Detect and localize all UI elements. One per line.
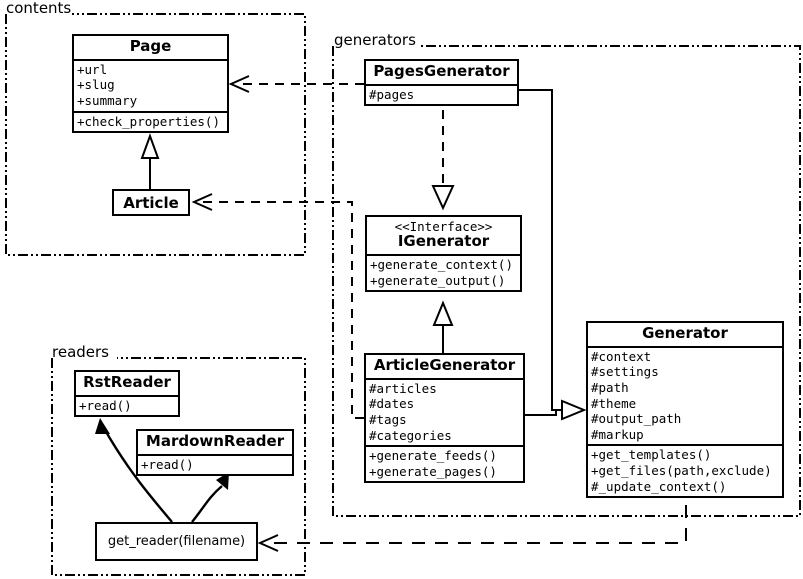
arrowhead-solid-rstreader (95, 418, 110, 434)
class-box-article[interactable]: Article (112, 189, 190, 216)
edge-dep-generator-to-getreader (268, 505, 687, 544)
operation-row: +check_properties() (77, 113, 220, 129)
attribute-row: #path (591, 379, 629, 395)
package-label-contents: contents (6, 0, 72, 17)
arrowhead-hollow-triangle-igenerator-bottom (432, 300, 454, 326)
class-attributes-page: +url +slug +summary (74, 58, 227, 111)
class-operations-generator: +get_templates() +get_files(path,exclude… (588, 444, 782, 496)
class-box-igenerator[interactable]: <<Interface>> IGenerator +generate_conte… (365, 215, 522, 293)
operation-row: +generate_pages() (369, 463, 497, 479)
arrowhead-open-v-page (228, 75, 250, 93)
class-box-page[interactable]: Page +url +slug +summary +check_properti… (72, 34, 229, 134)
operation-row: +generate_context() (370, 257, 513, 273)
attribute-row: #tags (369, 411, 407, 427)
operation-row: +generate_output() (370, 272, 506, 288)
function-label-get-reader: get_reader(filename) (107, 534, 246, 549)
arrowhead-open-v-article (191, 193, 213, 211)
class-title-igenerator: <<Interface>> IGenerator (367, 217, 520, 254)
class-title-article: Article (123, 193, 179, 212)
function-box-get-reader[interactable]: get_reader(filename) (95, 522, 258, 561)
operation-row: +get_templates() (591, 447, 712, 463)
class-title-mardownreader: MardownReader (145, 432, 285, 450)
package-label-generators: generators (334, 31, 416, 49)
class-title-generator: Generator (642, 324, 728, 342)
attribute-row: #articles (369, 380, 437, 396)
class-operations-articlegenerator: +generate_feeds() +generate_pages() (366, 445, 523, 481)
attribute-row: #context (591, 348, 652, 364)
edge-call-getreader-to-mardownreader (191, 485, 223, 523)
class-title-articlegenerator: ArticleGenerator (373, 356, 516, 374)
arrowhead-hollow-triangle-page (140, 133, 160, 159)
attribute-row: #dates (369, 396, 415, 412)
operation-row: #_update_context() (591, 478, 727, 494)
attribute-row: #output_path (591, 411, 682, 427)
package-label-readers: readers (52, 343, 109, 361)
class-attributes-pagesgenerator: #pages (366, 83, 517, 105)
class-operations-mardownreader: +read() (138, 453, 292, 475)
class-box-generator[interactable]: Generator #context #settings #path #them… (586, 321, 784, 499)
class-attributes-generator: #context #settings #path #theme #output_… (588, 345, 782, 445)
class-box-mardownreader[interactable]: MardownReader +read() (136, 429, 294, 477)
class-operations-igenerator: +generate_context() +generate_output() (367, 254, 520, 290)
class-operations-page: +check_properties() (74, 110, 227, 132)
operation-row: +get_files(path,exclude) (591, 462, 772, 478)
arrowhead-hollow-triangle-generator (561, 399, 587, 421)
attribute-row: #pages (369, 86, 415, 102)
arrowhead-open-v-getreader (257, 534, 279, 552)
class-title-pagesgenerator: PagesGenerator (373, 62, 510, 80)
edge-dep-articlegenerator-to-article (202, 201, 364, 419)
class-attributes-articlegenerator: #articles #dates #tags #categories (366, 377, 523, 445)
attribute-row: #settings (591, 364, 659, 380)
class-box-articlegenerator[interactable]: ArticleGenerator #articles #dates #tags … (364, 353, 525, 484)
operation-row: +read() (79, 397, 132, 413)
class-title-page: Page (129, 37, 172, 55)
attribute-row: +slug (77, 77, 115, 93)
edge-pagesgenerator-to-generator (519, 89, 562, 411)
class-name-igenerator: IGenerator (397, 232, 490, 251)
class-box-pagesgenerator[interactable]: PagesGenerator #pages (364, 59, 519, 107)
attribute-row: +summary (77, 92, 138, 108)
arrowhead-hollow-triangle-igenerator-top (431, 185, 455, 211)
operation-row: +generate_feeds() (369, 448, 497, 464)
attribute-row: +url (77, 61, 108, 77)
operation-row: +read() (141, 456, 194, 472)
attribute-row: #markup (591, 426, 644, 442)
edge-articlegenerator-to-generator (525, 409, 562, 416)
class-operations-rstreader: +read() (76, 394, 178, 416)
attribute-row: #categories (369, 427, 452, 443)
class-title-rstreader: RstReader (83, 373, 171, 391)
class-box-rstreader[interactable]: RstReader +read() (74, 370, 180, 418)
attribute-row: #theme (591, 395, 637, 411)
